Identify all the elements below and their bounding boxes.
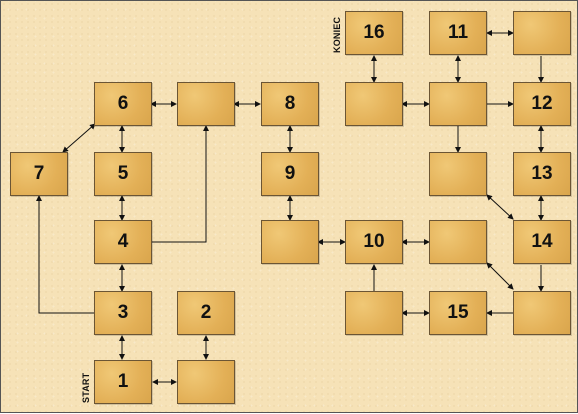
field-16: 16 — [345, 11, 403, 55]
link-6-7 — [62, 123, 96, 153]
field-12: 12 — [513, 82, 571, 126]
field-label: 7 — [33, 163, 45, 184]
field-13: 13 — [513, 152, 571, 196]
link-4-topmid — [151, 125, 209, 243]
start-label: START — [81, 372, 91, 403]
field-label: 13 — [531, 163, 553, 184]
field-label: 6 — [117, 93, 129, 114]
field-unnumbered — [177, 360, 235, 404]
field-unnumbered — [345, 82, 403, 126]
field-unnumbered — [429, 220, 487, 264]
link-midright-bottomright — [486, 262, 514, 290]
end-label: KONIEC — [332, 16, 342, 53]
field-label: 8 — [284, 93, 296, 114]
field-9: 9 — [261, 152, 319, 196]
field-1: 1 — [94, 360, 152, 404]
field-label: 15 — [447, 302, 469, 323]
field-unnumbered — [513, 11, 571, 55]
field-label: 11 — [447, 22, 469, 43]
link-abovemidright-14 — [486, 194, 514, 220]
field-5: 5 — [94, 152, 152, 196]
field-4: 4 — [94, 220, 152, 264]
field-label: 5 — [117, 163, 129, 184]
field-label: 3 — [117, 302, 129, 323]
field-unnumbered — [513, 291, 571, 335]
field-label: 12 — [531, 93, 553, 114]
field-label: 16 — [363, 22, 385, 43]
field-label: 9 — [284, 163, 296, 184]
field-3: 3 — [94, 291, 152, 335]
field-11: 11 — [429, 11, 487, 55]
field-2: 2 — [177, 291, 235, 335]
field-unnumbered — [429, 82, 487, 126]
field-10: 10 — [345, 220, 403, 264]
link-3-7 — [36, 195, 95, 314]
field-unnumbered — [177, 82, 235, 126]
field-unnumbered — [345, 291, 403, 335]
field-14: 14 — [513, 220, 571, 264]
field-label: 1 — [117, 371, 129, 392]
field-7: 7 — [10, 152, 68, 196]
field-15: 15 — [429, 291, 487, 335]
field-6: 6 — [94, 82, 152, 126]
field-label: 2 — [200, 302, 212, 323]
field-label: 4 — [117, 231, 129, 252]
field-unnumbered — [261, 220, 319, 264]
field-8: 8 — [261, 82, 319, 126]
field-label: 10 — [363, 231, 385, 252]
field-label: 14 — [531, 231, 553, 252]
field-unnumbered — [429, 152, 487, 196]
